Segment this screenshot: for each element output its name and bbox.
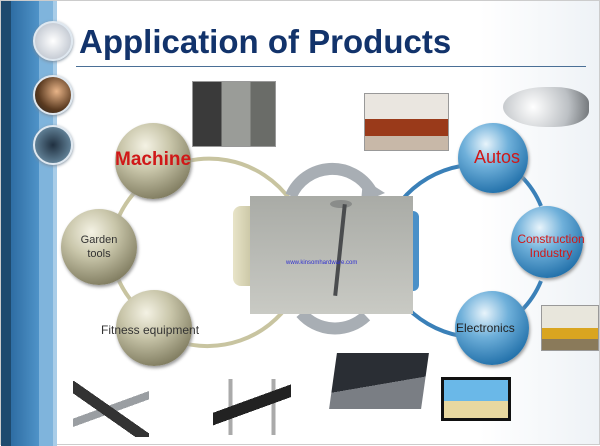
sphere-garden-tools: Garden tools [61, 209, 137, 285]
car-mirror-photo [503, 87, 589, 127]
decor-photo-icon [33, 21, 73, 61]
decor-photo-icon [33, 75, 73, 115]
label-machine: Machine [115, 149, 192, 170]
center-product-photo: www.kinsomhardware.com [250, 196, 413, 314]
label-fitness-equipment: Fitness equipment [101, 323, 200, 337]
sphere-construction [511, 206, 583, 278]
sphere-machine [115, 123, 191, 199]
nail-head [330, 200, 352, 208]
laptop-photo [329, 353, 429, 409]
label-construction-industry: Construction Industry [517, 232, 585, 260]
slide-title: Application of Products [79, 23, 452, 60]
nail-shank [333, 204, 347, 296]
sphere-autos [458, 123, 528, 193]
tv-photo [441, 377, 511, 421]
title-divider [76, 66, 586, 67]
sidebar-band [11, 1, 39, 446]
sidebar-band [1, 1, 11, 446]
label-electronics: Electronics [456, 321, 515, 335]
excavator-photo [541, 305, 599, 351]
sidebar-band [53, 1, 57, 446]
label-autos: Autos [474, 147, 521, 167]
fitness-bench-photo [213, 379, 291, 435]
office-furniture-photo [364, 93, 449, 151]
pruner-photo [73, 381, 149, 437]
sphere-fitness [116, 290, 192, 366]
decor-photo-icon [33, 125, 73, 165]
machine-photo [192, 81, 276, 147]
label-garden-tools: Garden tools [80, 234, 118, 260]
sphere-electronics [455, 291, 529, 365]
watermark-text: www.kinsomhardware.com [286, 260, 358, 266]
